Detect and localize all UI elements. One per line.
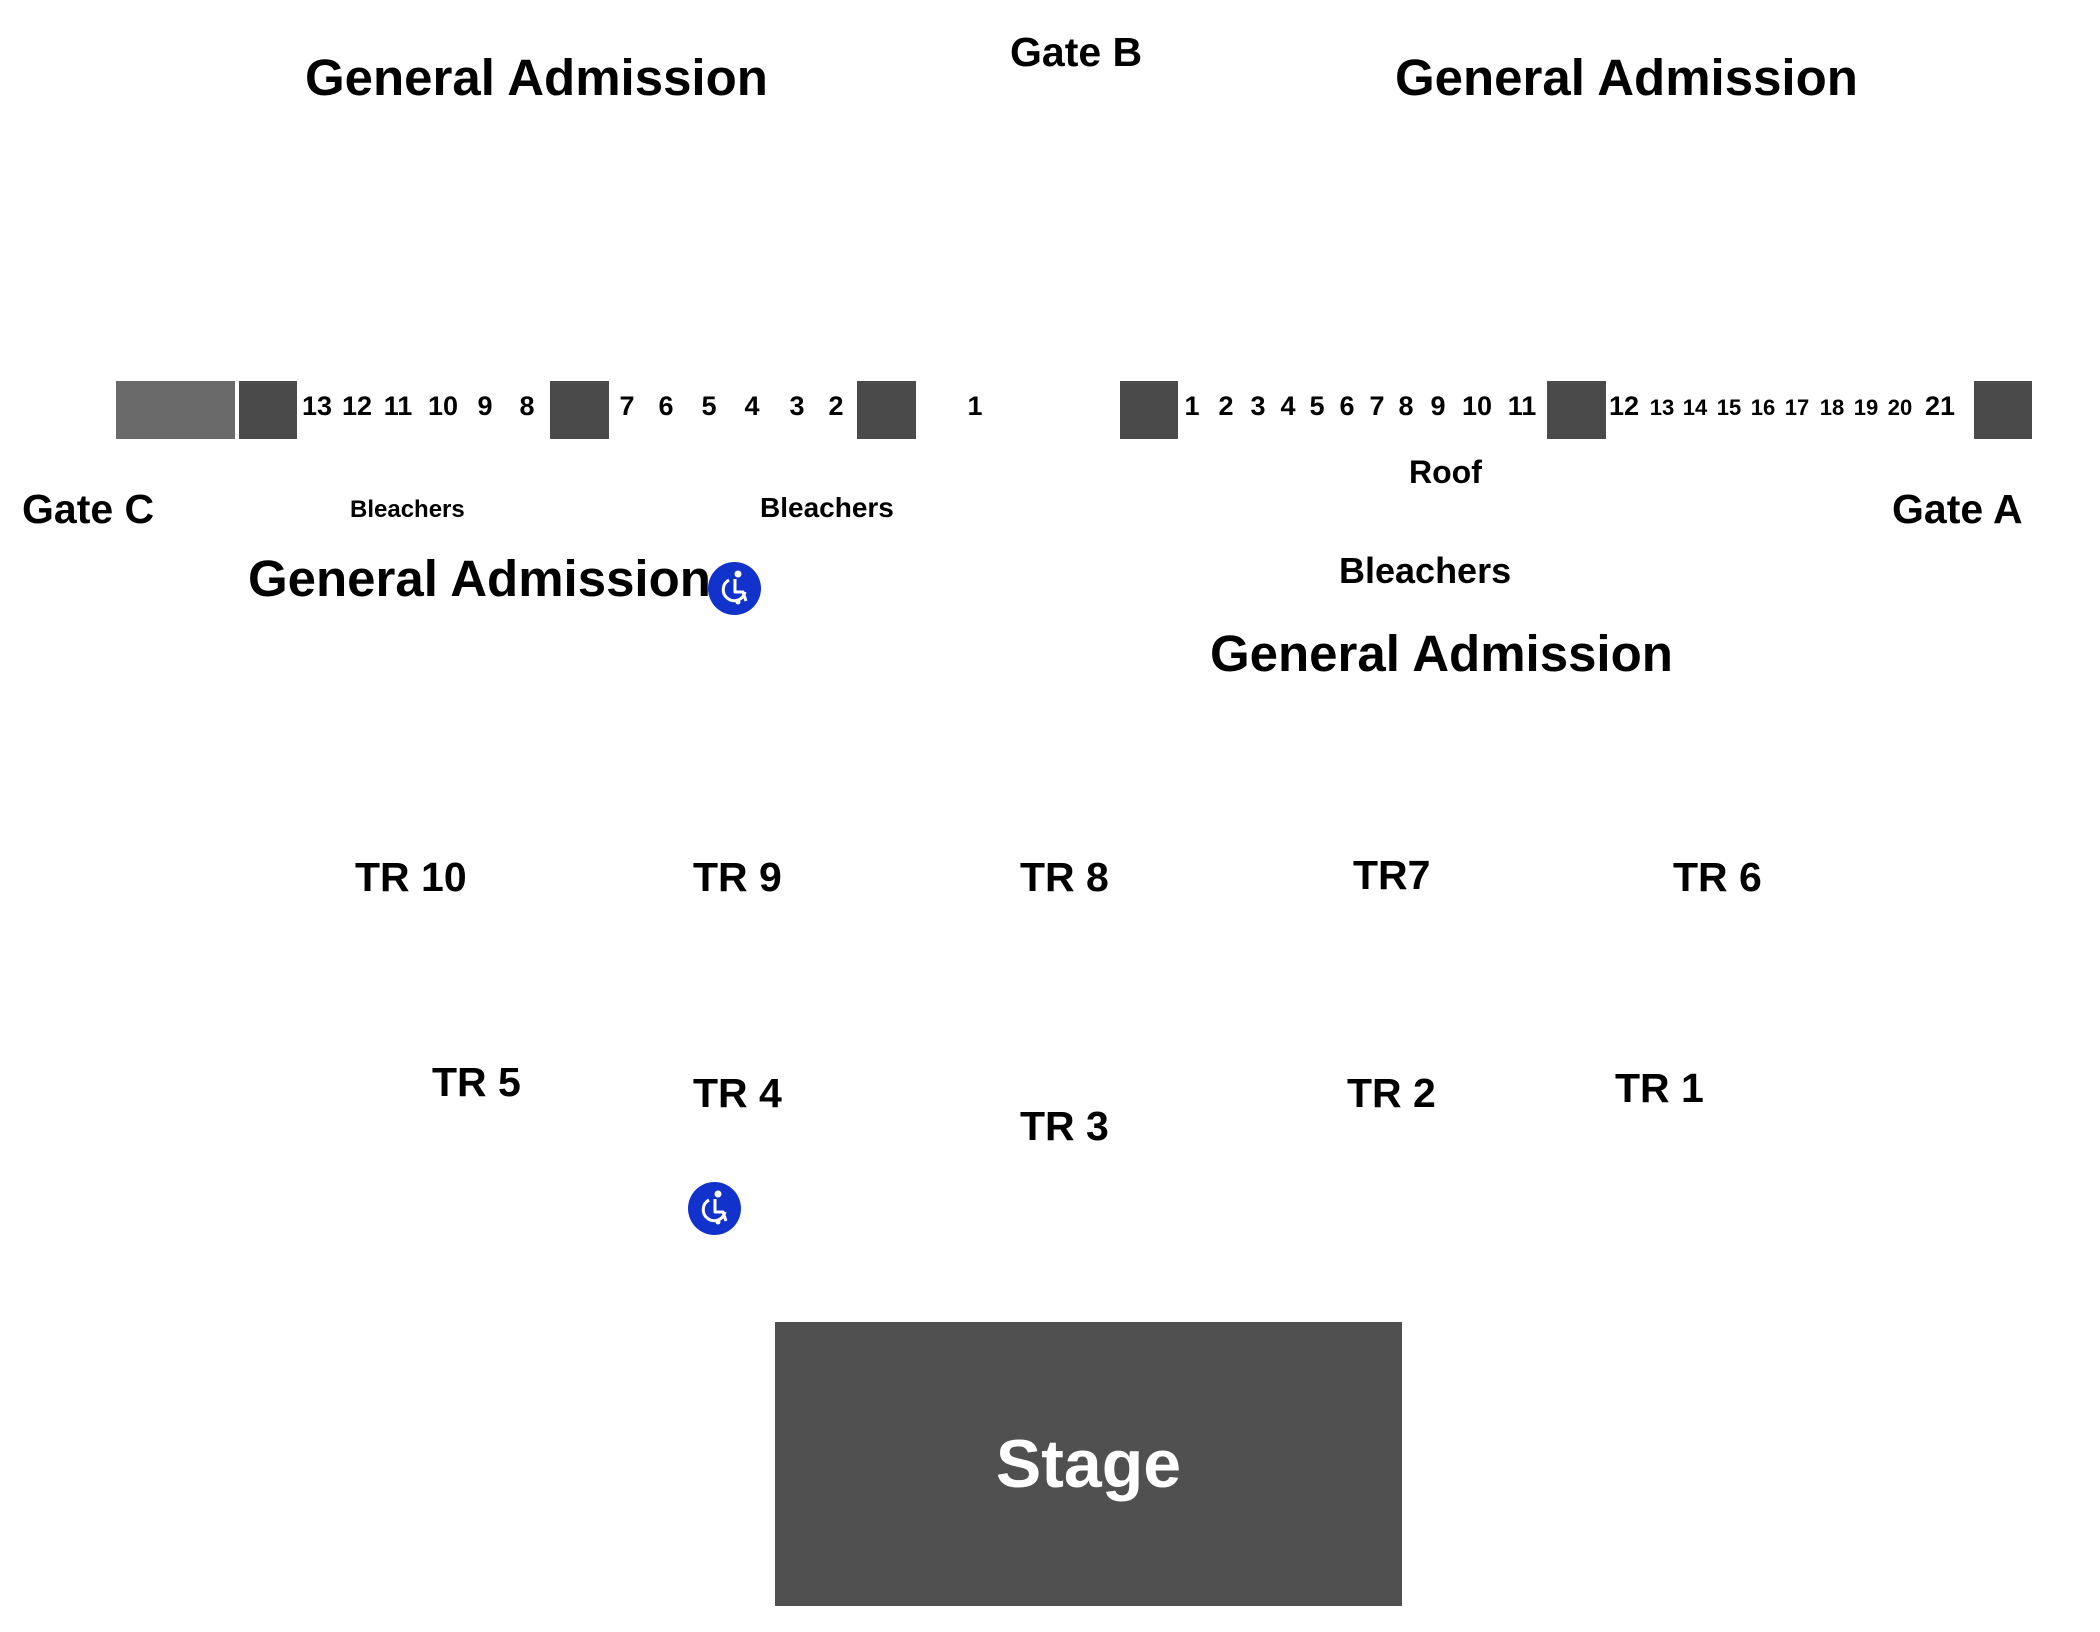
row-number[interactable]: 2 xyxy=(1218,391,1234,421)
row-number[interactable]: 17 xyxy=(1784,395,1810,420)
general-admission-top-left[interactable]: General Admission xyxy=(305,49,768,106)
table-tr8[interactable]: TR 8 xyxy=(1020,854,1109,900)
table-tr9[interactable]: TR 9 xyxy=(693,854,782,900)
gate-c-label: Gate C xyxy=(22,486,155,532)
table-tr6[interactable]: TR 6 xyxy=(1673,854,1762,900)
table-tr5[interactable]: TR 5 xyxy=(432,1059,521,1105)
row-number[interactable]: 8 xyxy=(1398,391,1414,421)
table-tr1[interactable]: TR 1 xyxy=(1615,1065,1704,1111)
row-number[interactable]: 3 xyxy=(1250,391,1266,421)
wheelchair-accessible-icon xyxy=(708,562,761,615)
general-admission-middle-right[interactable]: General Admission xyxy=(1210,625,1673,682)
table-tr3[interactable]: TR 3 xyxy=(1020,1103,1109,1149)
row-number[interactable]: 4 xyxy=(744,391,760,421)
seating-block[interactable] xyxy=(857,381,916,439)
row-number[interactable]: 9 xyxy=(477,391,493,421)
wheelchair-accessible-icon xyxy=(688,1182,741,1235)
row-number[interactable]: 18 xyxy=(1819,395,1845,420)
seating-block[interactable] xyxy=(550,381,609,439)
row-number[interactable]: 4 xyxy=(1280,391,1296,421)
row-number[interactable]: 9 xyxy=(1430,391,1446,421)
row-number[interactable]: 6 xyxy=(658,391,674,421)
row-number[interactable]: 5 xyxy=(701,391,717,421)
gate-b-label: Gate B xyxy=(1010,29,1143,75)
row-number[interactable]: 6 xyxy=(1339,391,1355,421)
row-number[interactable]: 11 xyxy=(383,391,413,421)
roof-label: Roof xyxy=(1409,454,1482,490)
stage-label: Stage xyxy=(995,1426,1182,1502)
row-number[interactable]: 14 xyxy=(1682,395,1708,420)
row-number[interactable]: 16 xyxy=(1750,395,1776,420)
gate-a-label: Gate A xyxy=(1892,486,2023,532)
row-number[interactable]: 3 xyxy=(789,391,805,421)
bleachers-left[interactable]: Bleachers xyxy=(760,492,894,523)
row-number[interactable]: 19 xyxy=(1853,395,1879,420)
row-number[interactable]: 2 xyxy=(828,391,844,421)
row-number[interactable]: 12 xyxy=(1608,391,1640,421)
table-tr2[interactable]: TR 2 xyxy=(1347,1070,1436,1116)
table-tr7[interactable]: TR7 xyxy=(1353,852,1431,898)
row-number[interactable]: 20 xyxy=(1887,395,1913,420)
general-admission-top-right[interactable]: General Admission xyxy=(1395,49,1858,106)
row-number[interactable]: 1 xyxy=(1184,391,1200,421)
bleachers-right[interactable]: Bleachers xyxy=(1339,550,1512,591)
row-number[interactable]: 15 xyxy=(1716,395,1742,420)
row-number[interactable]: 7 xyxy=(619,391,635,421)
row-number[interactable]: 10 xyxy=(1461,391,1493,421)
stage: Stage xyxy=(775,1322,1402,1606)
row-number[interactable]: 13 xyxy=(1649,395,1675,420)
row-number[interactable]: 21 xyxy=(1924,391,1956,421)
row-number[interactable]: 10 xyxy=(427,391,459,421)
row-number[interactable]: 11 xyxy=(1507,391,1537,421)
row-number[interactable]: 12 xyxy=(341,391,373,421)
table-tr10[interactable]: TR 10 xyxy=(355,854,467,900)
seating-block[interactable] xyxy=(1120,381,1178,439)
row-number[interactable]: 13 xyxy=(301,391,333,421)
bleachers-left-small[interactable]: Bleachers xyxy=(350,496,465,523)
seating-block[interactable] xyxy=(116,381,235,439)
row-number[interactable]: 1 xyxy=(967,391,983,421)
general-admission-middle-left[interactable]: General Admission xyxy=(248,550,711,607)
table-tr4[interactable]: TR 4 xyxy=(693,1070,782,1116)
row-number[interactable]: 7 xyxy=(1369,391,1385,421)
seating-block[interactable] xyxy=(239,381,297,439)
seating-block[interactable] xyxy=(1547,381,1606,439)
seating-block[interactable] xyxy=(1974,381,2032,439)
row-number[interactable]: 5 xyxy=(1309,391,1325,421)
row-number[interactable]: 8 xyxy=(519,391,535,421)
